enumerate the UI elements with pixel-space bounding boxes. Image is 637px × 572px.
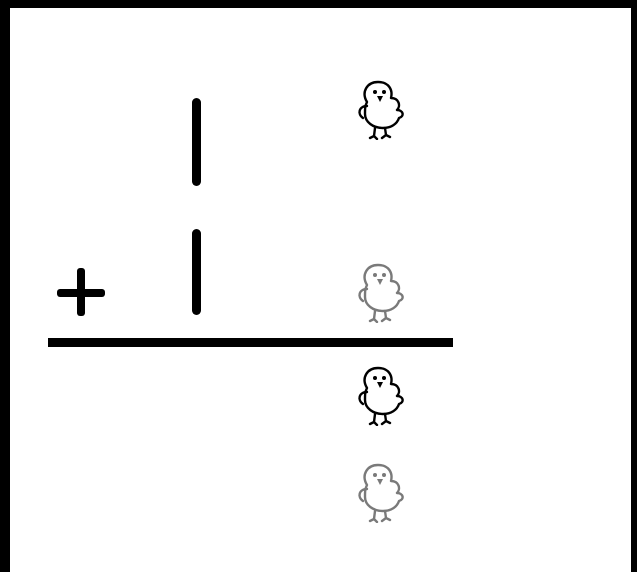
tally-mark-addend-1 xyxy=(192,98,201,186)
plus-vertical-stroke xyxy=(77,268,85,316)
chick-icon xyxy=(353,76,411,140)
chick-icon xyxy=(353,362,411,426)
sum-line xyxy=(48,338,453,347)
tally-mark-addend-2 xyxy=(192,229,201,315)
chick-icon xyxy=(353,459,411,523)
chick-icon xyxy=(353,259,411,323)
